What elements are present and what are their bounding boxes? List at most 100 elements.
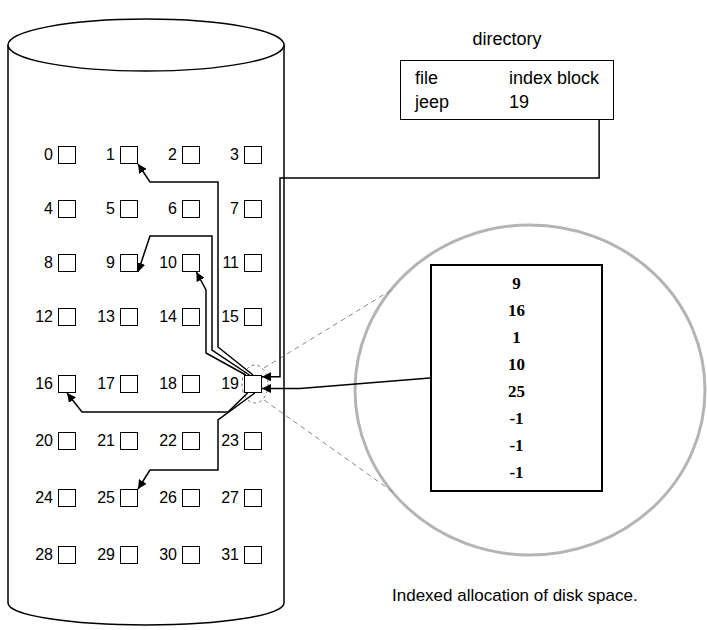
directory-table: directoryfileindex blockjeep19 bbox=[400, 28, 614, 120]
block-number: 21 bbox=[97, 432, 115, 450]
pointer-arrow bbox=[262, 378, 430, 389]
disk-block: 0 bbox=[18, 145, 76, 165]
block-number: 2 bbox=[168, 146, 177, 164]
disk-block: 14 bbox=[142, 307, 200, 327]
disk-block: 26 bbox=[142, 488, 200, 508]
block-number: 1 bbox=[106, 146, 115, 164]
block-square bbox=[120, 308, 138, 326]
disk-block: 3 bbox=[204, 145, 262, 165]
block-number: 16 bbox=[35, 375, 53, 393]
directory-box: fileindex blockjeep19 bbox=[400, 60, 614, 120]
block-square bbox=[244, 375, 262, 393]
disk-block: 25 bbox=[80, 488, 138, 508]
block-square bbox=[58, 546, 76, 564]
block-number: 24 bbox=[35, 489, 53, 507]
table-cell: 19 bbox=[509, 91, 599, 113]
block-square bbox=[244, 254, 262, 272]
block-number: 31 bbox=[221, 546, 239, 564]
block-square bbox=[58, 489, 76, 507]
disk-block: 22 bbox=[142, 431, 200, 451]
disk-block: 10 bbox=[142, 253, 200, 273]
block-pointer: -1 bbox=[432, 432, 601, 459]
block-pointer: 9 bbox=[432, 270, 601, 297]
block-number: 3 bbox=[230, 146, 239, 164]
disk-block: 18 bbox=[142, 374, 200, 394]
block-number: 8 bbox=[44, 254, 53, 272]
block-square bbox=[120, 375, 138, 393]
block-number: 27 bbox=[221, 489, 239, 507]
block-number: 6 bbox=[168, 200, 177, 218]
block-square bbox=[120, 146, 138, 164]
block-number: 19 bbox=[221, 375, 239, 393]
block-square bbox=[244, 308, 262, 326]
block-square bbox=[182, 200, 200, 218]
disk-block: 21 bbox=[80, 431, 138, 451]
zoom-leader bbox=[264, 400, 393, 492]
block-pointer: 25 bbox=[432, 378, 601, 405]
pointer-arrow bbox=[67, 393, 248, 412]
pointer-arrow bbox=[138, 236, 249, 375]
disk-block: 4 bbox=[18, 199, 76, 219]
disk-block: 12 bbox=[18, 307, 76, 327]
disk-block: 2 bbox=[142, 145, 200, 165]
block-number: 0 bbox=[44, 146, 53, 164]
block-square bbox=[182, 375, 200, 393]
disk-block: 6 bbox=[142, 199, 200, 219]
block-number: 28 bbox=[35, 546, 53, 564]
disk-block: 31 bbox=[204, 545, 262, 565]
disk-block: 20 bbox=[18, 431, 76, 451]
cylinder-top bbox=[8, 19, 284, 71]
index-block: 91611025-1-1-1 bbox=[430, 264, 603, 492]
disk-block: 8 bbox=[18, 253, 76, 273]
block-square bbox=[58, 375, 76, 393]
block-square bbox=[58, 254, 76, 272]
block-number: 26 bbox=[159, 489, 177, 507]
block-square bbox=[120, 254, 138, 272]
disk-block: 7 bbox=[204, 199, 262, 219]
block-square bbox=[244, 146, 262, 164]
block-square bbox=[244, 432, 262, 450]
block-pointer: 16 bbox=[432, 297, 601, 324]
block-square bbox=[58, 146, 76, 164]
block-number: 5 bbox=[106, 200, 115, 218]
block-number: 14 bbox=[159, 308, 177, 326]
block-square bbox=[182, 546, 200, 564]
block-number: 9 bbox=[106, 254, 115, 272]
pointer-arrow bbox=[138, 393, 255, 489]
disk-block: 16 bbox=[18, 374, 76, 394]
figure-caption: Indexed allocation of disk space. bbox=[392, 585, 638, 607]
disk-block: 29 bbox=[80, 545, 138, 565]
block-square bbox=[182, 432, 200, 450]
block-number: 17 bbox=[97, 375, 115, 393]
block-pointer: 10 bbox=[432, 351, 601, 378]
disk-block: 27 bbox=[204, 488, 262, 508]
block-number: 30 bbox=[159, 546, 177, 564]
block-number: 11 bbox=[222, 254, 239, 272]
disk-block: 30 bbox=[142, 545, 200, 565]
disk-block: 28 bbox=[18, 545, 76, 565]
disk-block: 17 bbox=[80, 374, 138, 394]
block-square bbox=[182, 489, 200, 507]
block-number: 25 bbox=[97, 489, 115, 507]
block-square bbox=[244, 200, 262, 218]
table-cell: jeep bbox=[415, 91, 449, 113]
pointer-arrow bbox=[196, 272, 245, 375]
block-square bbox=[58, 432, 76, 450]
zoom-circle bbox=[355, 225, 705, 555]
block-pointer: 1 bbox=[432, 324, 601, 351]
block-square bbox=[120, 546, 138, 564]
block-number: 12 bbox=[35, 308, 53, 326]
block-number: 4 bbox=[44, 200, 53, 218]
disk-block: 24 bbox=[18, 488, 76, 508]
disk-block: 11 bbox=[204, 253, 262, 273]
disk-cylinder bbox=[8, 45, 284, 625]
directory-heading: directory bbox=[400, 28, 614, 50]
block-square bbox=[58, 308, 76, 326]
block-square bbox=[120, 489, 138, 507]
disk-block: 13 bbox=[80, 307, 138, 327]
disk-block: 15 bbox=[204, 307, 262, 327]
block-square bbox=[120, 432, 138, 450]
block-number: 29 bbox=[97, 546, 115, 564]
